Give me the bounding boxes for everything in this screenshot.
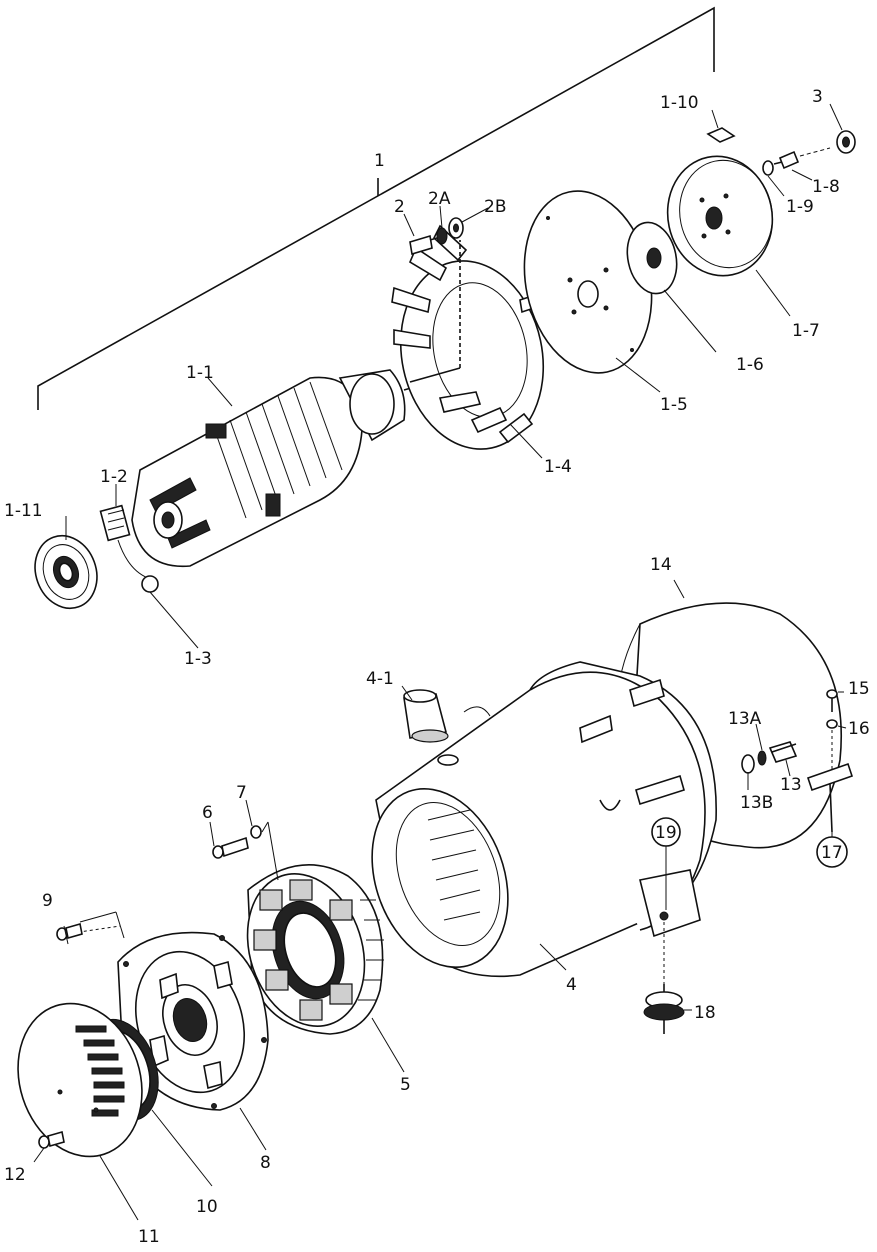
label-17: 17 [821, 843, 843, 863]
label-1-3: 1-3 [184, 649, 212, 669]
callout-circles [651, 817, 848, 868]
label-12: 12 [4, 1165, 26, 1185]
disc-1-5 [523, 190, 653, 374]
ring-1-3 [141, 575, 159, 593]
label-11: 11 [138, 1227, 160, 1247]
label-3: 3 [812, 87, 823, 107]
assembly-bracket-1 [37, 6, 715, 410]
bolt-13 [768, 741, 798, 763]
label-18: 18 [694, 1003, 716, 1023]
key-1-10 [706, 127, 736, 143]
label-1-1: 1-1 [186, 363, 214, 383]
washer-16 [826, 719, 838, 770]
label-1-8: 1-8 [812, 177, 840, 197]
connector-1-2 [99, 504, 149, 579]
disc-1-7 [666, 155, 774, 277]
label-10: 10 [196, 1197, 218, 1217]
label-1-7: 1-7 [792, 321, 820, 341]
leader-lines [33, 103, 847, 1221]
spring-washer-13a [757, 750, 767, 766]
washer-13b [741, 754, 755, 774]
label-7: 7 [236, 783, 247, 803]
label-13b: 13B [740, 793, 773, 813]
label-2b: 2B [484, 197, 506, 217]
mount-18 [643, 922, 685, 1034]
label-1-6: 1-6 [736, 355, 764, 375]
label-16: 16 [848, 719, 870, 739]
nut-3 [836, 130, 856, 154]
label-5: 5 [400, 1075, 411, 1095]
label-19: 19 [655, 823, 677, 843]
label-4-1: 4-1 [366, 669, 394, 689]
fan-1-4 [391, 224, 553, 450]
label-1-11: 1-11 [4, 501, 43, 521]
label-13a: 13A [728, 709, 762, 729]
stator-5 [246, 864, 384, 1035]
part-labels: 1 1-1 1-2 1-3 1-4 1-5 1-6 1-7 1-8 1-9 1-… [4, 87, 870, 1247]
label-14: 14 [650, 555, 672, 575]
washer-1-9 [762, 160, 774, 176]
label-13: 13 [780, 775, 802, 795]
rotor-1-1 [131, 369, 419, 568]
screw-12 [38, 1130, 65, 1149]
clamp-17 [806, 762, 854, 833]
bearing-1-11 [34, 534, 98, 610]
nut-7 [250, 825, 262, 839]
label-1-5: 1-5 [660, 395, 688, 415]
housing-4 [371, 661, 717, 978]
label-1-9: 1-9 [786, 197, 814, 217]
label-2: 2 [394, 197, 405, 217]
label-1: 1 [374, 151, 385, 171]
bolt-9 [56, 922, 83, 941]
screw-15 [826, 689, 838, 712]
plate-11 [17, 1002, 143, 1158]
label-1-4: 1-4 [544, 457, 572, 477]
label-1-10: 1-10 [660, 93, 699, 113]
label-1-2: 1-2 [100, 467, 128, 487]
label-8: 8 [260, 1153, 271, 1173]
bolt-6 [212, 836, 249, 859]
bolt-1-8 [773, 147, 831, 170]
label-6: 6 [202, 803, 213, 823]
label-9: 9 [42, 891, 53, 911]
flat-washer-2b [448, 217, 464, 239]
bushing-4-1 [403, 689, 449, 743]
spring-washer-2a [436, 227, 448, 245]
end-bracket-8 [65, 925, 269, 1111]
label-15: 15 [848, 679, 870, 699]
label-4: 4 [566, 975, 577, 995]
plate-1-6 [626, 221, 678, 295]
label-2a: 2A [428, 189, 451, 209]
